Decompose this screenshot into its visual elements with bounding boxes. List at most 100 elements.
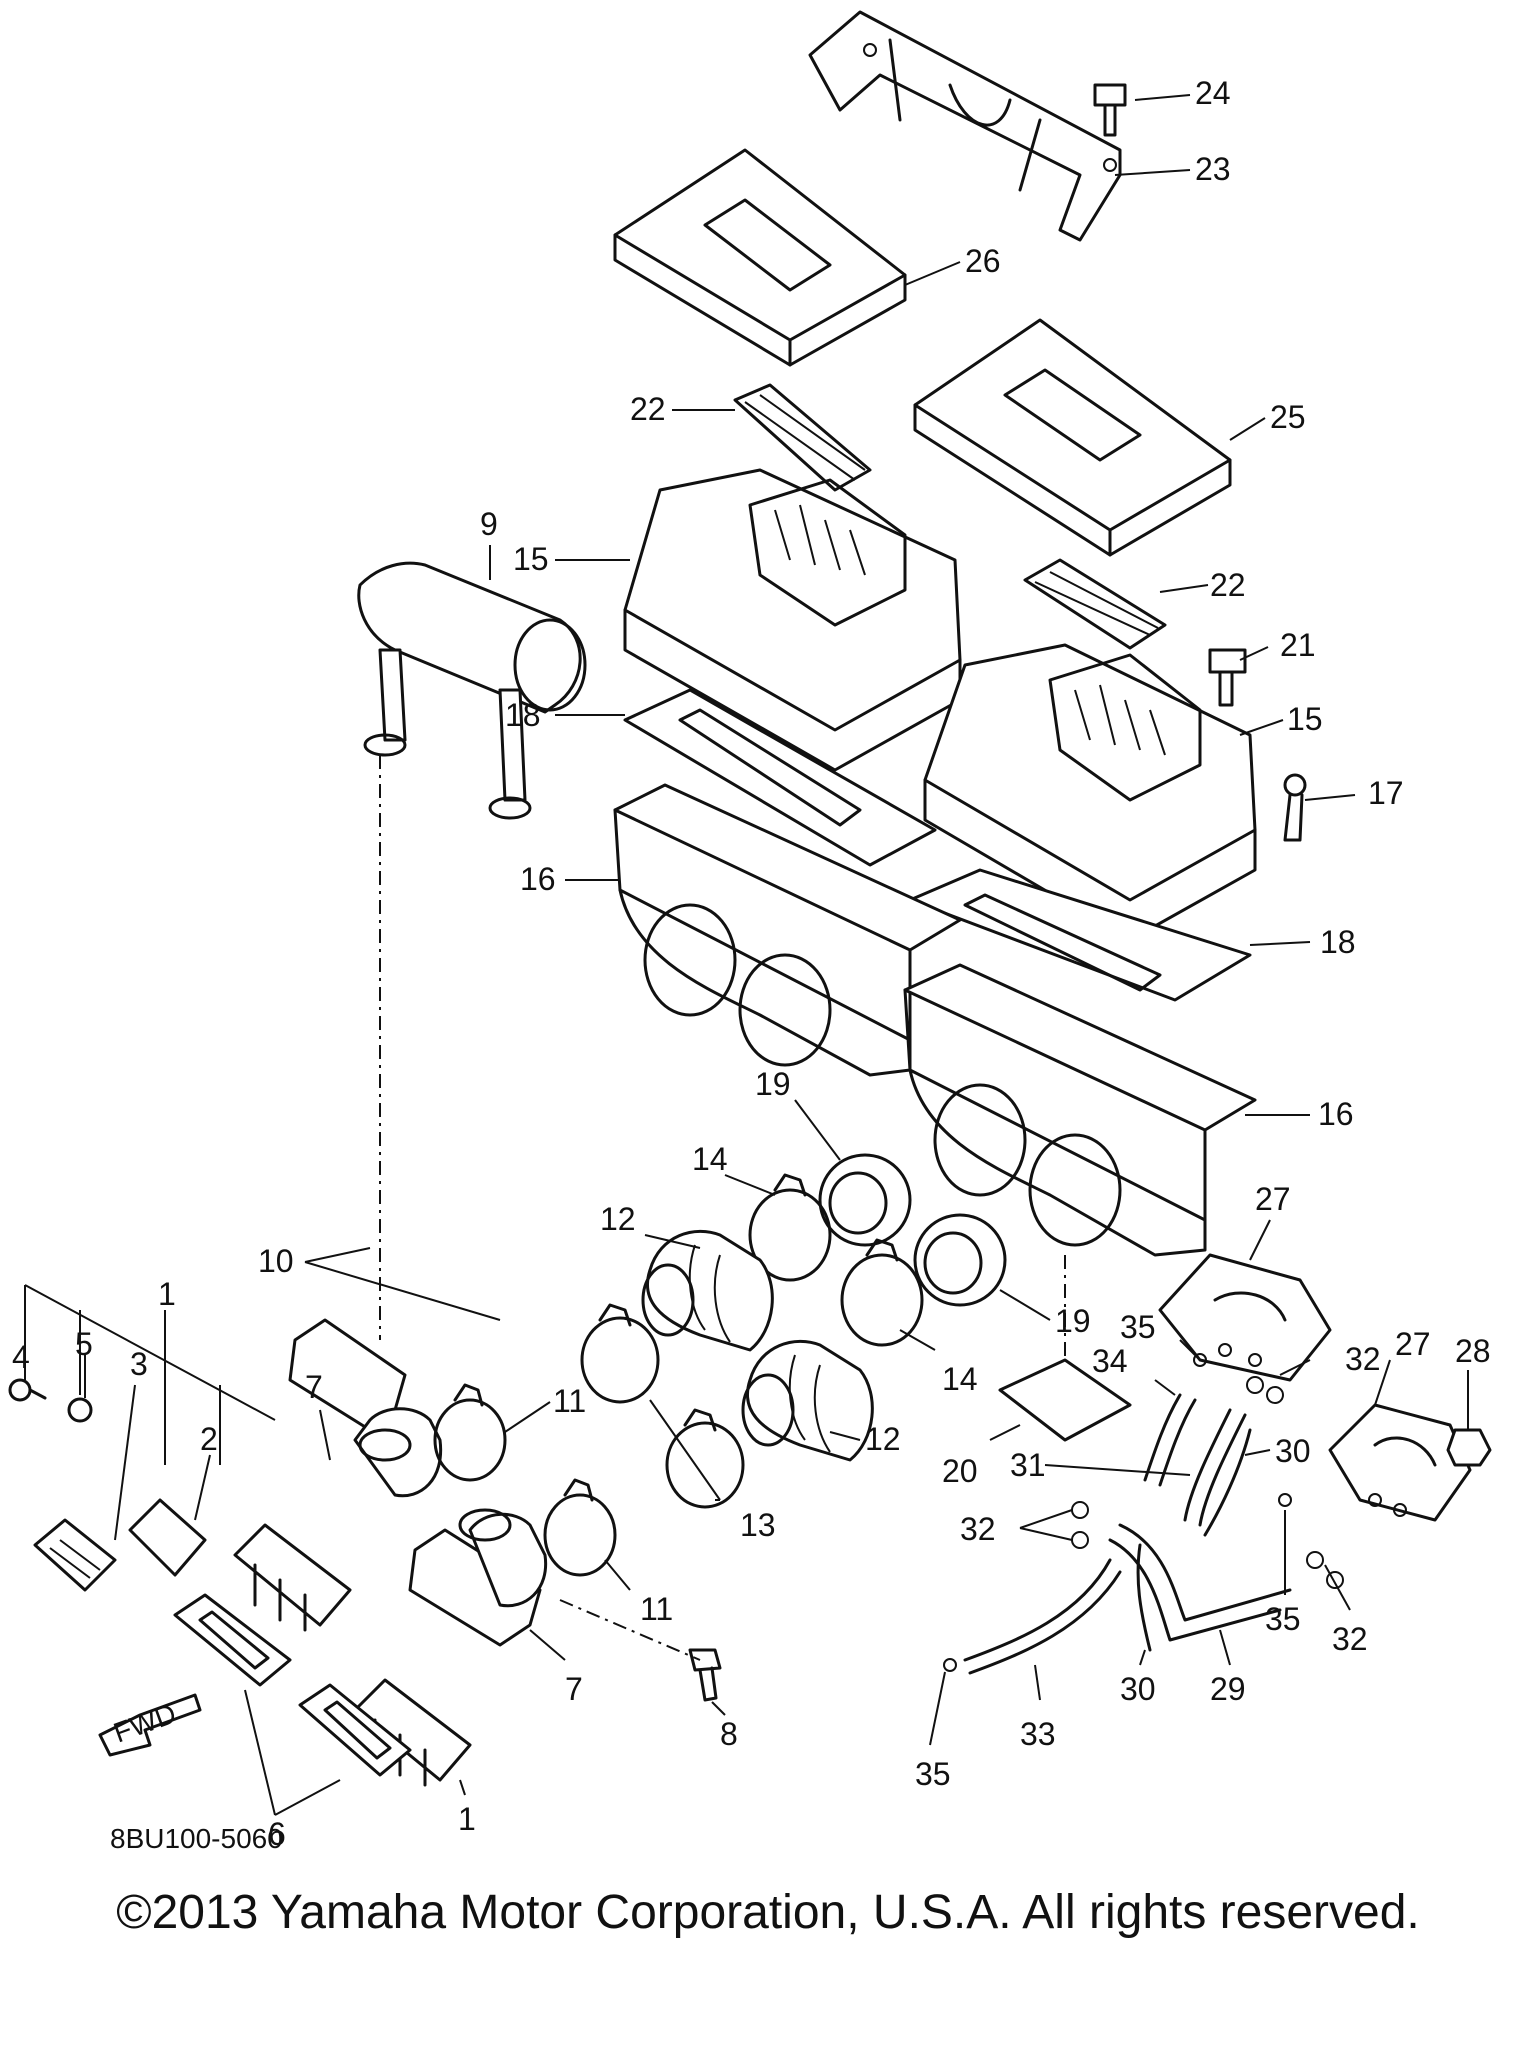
callout-35-lower: 35 xyxy=(915,1756,951,1792)
part-8-bolt xyxy=(688,1648,722,1702)
part-16-case-left xyxy=(613,783,962,1077)
part-11-band-upper xyxy=(433,1383,507,1482)
callout-18-right: 18 xyxy=(1320,924,1356,960)
callout-20: 20 xyxy=(942,1453,978,1489)
part-2-reed-stopper xyxy=(128,1498,207,1577)
part-24-bolt xyxy=(1093,83,1127,137)
part-27-pump-upper xyxy=(1158,1253,1332,1382)
callout-15-left: 15 xyxy=(513,541,549,577)
part-23-bracket xyxy=(808,10,1122,242)
callout-32-right: 32 xyxy=(1332,1621,1368,1657)
callout-19-lower: 19 xyxy=(1055,1303,1091,1339)
part-1-reed-valve-upper xyxy=(233,1523,352,1632)
callout-17: 17 xyxy=(1368,775,1404,811)
part-34-hose xyxy=(1143,1393,1197,1487)
callout-12-upper: 12 xyxy=(600,1201,636,1237)
callout-27-upper: 27 xyxy=(1255,1181,1291,1217)
part-31-hose xyxy=(1183,1408,1247,1527)
callout-29: 29 xyxy=(1210,1671,1246,1707)
callout-23: 23 xyxy=(1195,151,1231,187)
callout-22-left: 22 xyxy=(630,391,666,427)
part-13-band-lower xyxy=(665,1408,745,1509)
callout-31: 31 xyxy=(1010,1447,1046,1483)
part-15-cover-right xyxy=(923,643,1257,942)
callout-33: 33 xyxy=(1020,1716,1056,1752)
part-29-hose xyxy=(1108,1523,1292,1642)
part-19-ring-lower xyxy=(913,1213,1007,1307)
callout-22-right: 22 xyxy=(1210,567,1246,603)
part-10-clips xyxy=(363,733,532,820)
part-30-hose-upper xyxy=(1203,1428,1252,1537)
callout-14-lower: 14 xyxy=(942,1361,978,1397)
callout-11-lower: 11 xyxy=(640,1591,673,1627)
part-16-case-right xyxy=(903,963,1257,1257)
drawing-code: 8BU100-5060 xyxy=(110,1823,283,1854)
callout-4: 4 xyxy=(12,1339,30,1375)
fwd-arrow-icon: FWD xyxy=(98,1693,202,1757)
callout-9: 9 xyxy=(480,506,498,542)
callout-18-left: 18 xyxy=(505,697,541,733)
callout-16-right: 16 xyxy=(1318,1096,1354,1132)
part-27-pump-lower xyxy=(1328,1403,1472,1522)
callout-12-lower: 12 xyxy=(865,1421,901,1457)
callout-8: 8 xyxy=(720,1716,738,1752)
part-12-joint-upper xyxy=(641,1229,774,1352)
part-3-reed-plate xyxy=(33,1518,117,1592)
callout-13: 13 xyxy=(740,1507,776,1543)
callout-14-upper: 14 xyxy=(692,1141,728,1177)
part-33-hose xyxy=(963,1558,1122,1675)
part-14-band-lower xyxy=(840,1238,924,1347)
part-22-filter-left xyxy=(733,383,872,492)
callout-6: 6 xyxy=(268,1816,286,1852)
callout-24: 24 xyxy=(1195,75,1231,111)
part-30-hose-lower xyxy=(1136,1543,1152,1652)
callout-11-upper: 11 xyxy=(553,1383,586,1419)
callout-10: 10 xyxy=(258,1243,294,1279)
part-28-nut xyxy=(1446,1428,1492,1467)
copyright-notice: ©2013 Yamaha Motor Corporation, U.S.A. A… xyxy=(116,1886,1420,1939)
part-18-gasket-right xyxy=(908,868,1252,1002)
callout-28: 28 xyxy=(1455,1333,1491,1369)
callout-group: 24 23 26 22 25 15 22 21 18 15 17 16 18 9… xyxy=(12,75,1491,1852)
callout-30-lower: 30 xyxy=(1120,1671,1156,1707)
callout-35-upper: 35 xyxy=(1120,1309,1156,1345)
part-7-manifold-upper xyxy=(288,1318,443,1498)
callout-32-upper: 32 xyxy=(1345,1341,1381,1377)
callout-2: 2 xyxy=(200,1421,218,1457)
callout-27-lower: 27 xyxy=(1395,1326,1431,1362)
part-19-ring-upper xyxy=(818,1153,912,1247)
callout-3: 3 xyxy=(130,1346,148,1382)
part-32-clamps xyxy=(1071,1376,1344,1589)
callout-16-left: 16 xyxy=(520,861,556,897)
part-21-bolt xyxy=(1208,648,1247,707)
part-9-silencer xyxy=(357,561,587,802)
callout-34: 34 xyxy=(1092,1343,1128,1379)
callout-15-right: 15 xyxy=(1287,701,1323,737)
part-12-joint-lower xyxy=(741,1339,874,1462)
part-4-screw xyxy=(8,1378,47,1402)
part-13-band-upper xyxy=(580,1303,660,1404)
part-5-washer xyxy=(67,1397,93,1423)
part-25-foam-cover xyxy=(913,318,1232,557)
part-17-screw xyxy=(1283,773,1307,842)
part-7-manifold-lower xyxy=(408,1508,548,1647)
callout-25: 25 xyxy=(1270,399,1306,435)
callout-5: 5 xyxy=(75,1326,93,1362)
part-20-pad xyxy=(998,1358,1132,1442)
callout-26: 26 xyxy=(965,243,1001,279)
callout-19-upper: 19 xyxy=(755,1066,791,1102)
callout-1-upper: 1 xyxy=(158,1276,176,1312)
callout-32-left: 32 xyxy=(960,1511,996,1547)
callout-7-upper: 7 xyxy=(305,1369,323,1405)
callout-21: 21 xyxy=(1280,627,1316,663)
part-14-band-upper xyxy=(748,1173,832,1282)
callout-7-lower: 7 xyxy=(565,1671,583,1707)
part-6-gasket-upper xyxy=(173,1593,292,1687)
part-18-gasket-left xyxy=(623,688,937,867)
part-11-band-lower xyxy=(543,1478,617,1577)
part-6-gasket-lower xyxy=(298,1683,412,1777)
part-22-filter-right xyxy=(1023,558,1167,650)
callout-1-lower: 1 xyxy=(458,1801,476,1837)
callout-35-mid: 35 xyxy=(1265,1601,1301,1637)
